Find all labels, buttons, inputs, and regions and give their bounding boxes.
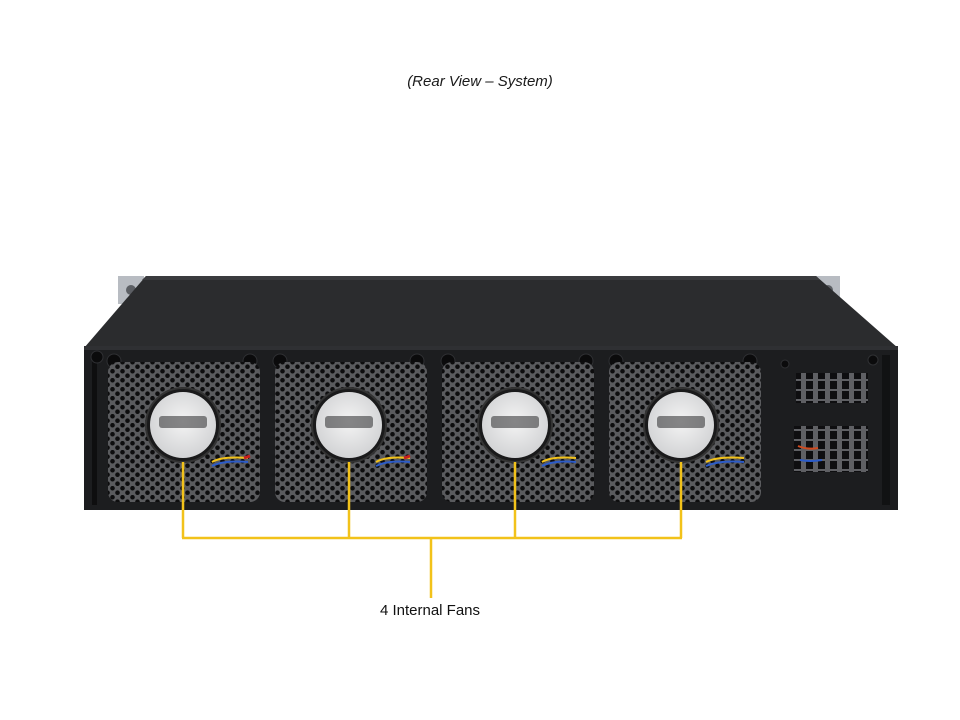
fan-module-2	[275, 362, 427, 502]
callout-lines	[181, 462, 683, 598]
fan-module-1	[108, 362, 260, 502]
fans-callout-label: 4 Internal Fans	[379, 602, 481, 619]
vent-upper	[796, 373, 868, 403]
chassis-top-panel	[84, 276, 898, 348]
fan-icon	[311, 387, 411, 467]
view-caption: (Rear View – System)	[407, 73, 553, 90]
fan-icon	[145, 387, 251, 467]
fan-icon	[477, 387, 577, 467]
fan-icon	[643, 387, 745, 467]
fan-module-3	[442, 362, 594, 502]
fan-module-4	[609, 362, 761, 502]
